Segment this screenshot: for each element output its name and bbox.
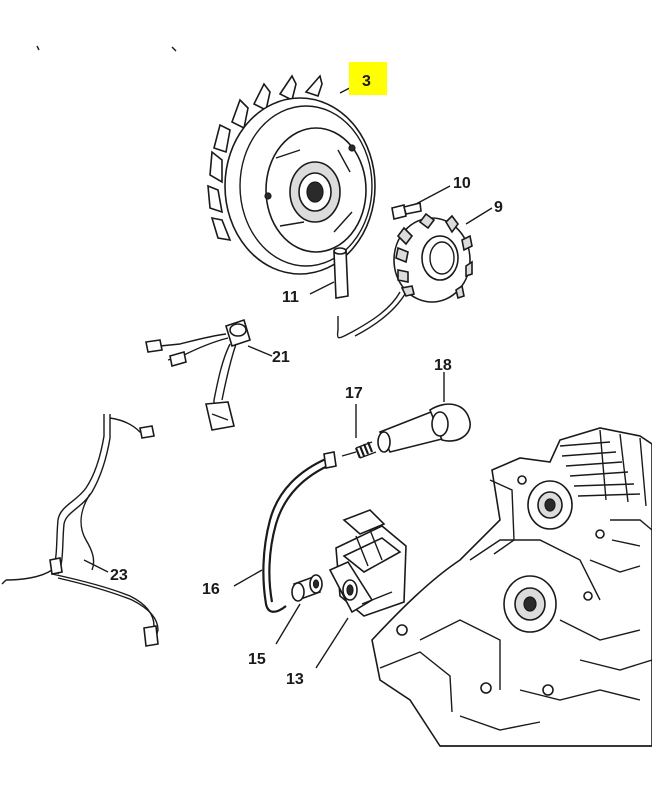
label-13: 13 — [286, 671, 304, 688]
pin — [333, 247, 349, 299]
ignition-module — [393, 212, 473, 303]
label-10: 10 — [453, 175, 471, 192]
label-3: 3 — [362, 73, 371, 90]
label-11: 11 — [282, 289, 299, 306]
flywheel — [207, 74, 376, 275]
label-3-highlight — [349, 62, 387, 95]
label-15: 15 — [248, 651, 266, 668]
engine-housing — [371, 427, 652, 747]
stray-marks — [36, 45, 177, 52]
ignition-coil — [328, 509, 407, 617]
ignition-lead — [262, 451, 337, 613]
spring — [341, 441, 377, 459]
ground-wire — [145, 318, 251, 431]
label-21: 21 — [272, 349, 290, 366]
label-17: 17 — [345, 385, 363, 402]
label-9: 9 — [494, 199, 503, 216]
screw — [391, 202, 422, 220]
spark-plug-cap — [377, 403, 471, 453]
label-18: 18 — [434, 357, 452, 374]
grommet — [291, 574, 323, 602]
label-23: 23 — [110, 567, 128, 584]
label-16: 16 — [202, 581, 220, 598]
wiring-harness — [1, 414, 159, 647]
